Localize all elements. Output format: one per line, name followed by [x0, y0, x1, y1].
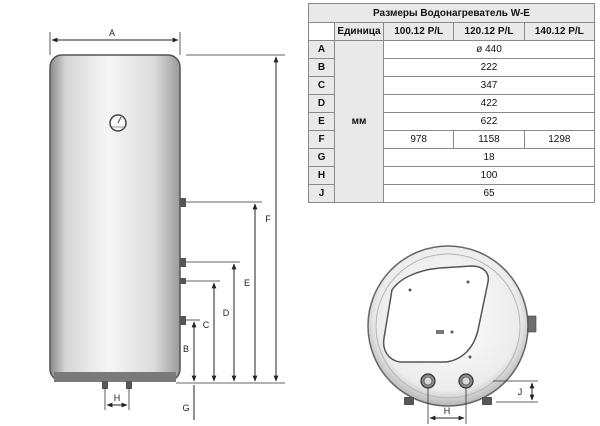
dim-f-label: F	[265, 214, 271, 224]
dim-bottom-j-label: J	[518, 387, 523, 397]
dimensions-table: Размеры Водонагреватель W-E Единица 100.…	[308, 3, 596, 203]
tank-bottom-cap	[54, 372, 176, 382]
row-value: 422	[383, 94, 595, 113]
table-row: G 18	[308, 148, 595, 167]
row-key: D	[308, 94, 335, 113]
dim-c-label: C	[203, 320, 210, 330]
row-key: G	[308, 148, 335, 167]
row-value: 1158	[453, 130, 525, 149]
dim-b-label: B	[183, 344, 189, 354]
row-value: 65	[383, 184, 595, 203]
row-value: ø 440	[383, 40, 595, 59]
row-value: 100	[383, 166, 595, 185]
dim-d-label: D	[223, 308, 230, 318]
table-row: D 422	[308, 94, 595, 113]
unit-cell: мм	[334, 40, 384, 203]
row-key: E	[308, 112, 335, 131]
row-key: J	[308, 184, 335, 203]
row-value: 347	[383, 76, 595, 95]
table-title: Размеры Водонагреватель W-E	[308, 3, 595, 23]
model-header: 120.12 P/L	[453, 22, 525, 41]
row-key: A	[308, 40, 335, 59]
bottom-view: H J	[367, 245, 538, 424]
table-row: F 978 1158 1298	[308, 130, 596, 149]
dim-a-label: A	[109, 28, 115, 38]
unit-header: Единица	[334, 22, 384, 41]
dim-g-label: G	[182, 403, 189, 413]
row-key: F	[308, 130, 335, 149]
row-key: H	[308, 166, 335, 185]
row-value: 222	[383, 58, 595, 77]
row-key: C	[308, 76, 335, 95]
table-row: E 622	[308, 112, 595, 131]
table-row: J 65	[308, 184, 595, 203]
row-value: 622	[383, 112, 595, 131]
table-row: A мм ø 440	[308, 40, 595, 203]
row-key: B	[308, 58, 335, 77]
model-header: 140.12 P/L	[523, 22, 596, 41]
thermometer-icon	[109, 114, 127, 132]
model-header: 100.12 P/L	[382, 22, 455, 41]
row-value: 18	[383, 148, 595, 167]
tank-body	[49, 54, 181, 382]
dim-bottom-h-label: H	[444, 406, 451, 416]
dim-e-label: E	[244, 278, 250, 288]
table-corner	[308, 22, 335, 41]
dim-h-label: H	[114, 393, 121, 403]
row-value: 1298	[523, 130, 596, 149]
pipe-connections	[102, 198, 186, 389]
row-value: 978	[382, 130, 455, 149]
side-view: A F E D C B G H	[49, 28, 285, 420]
